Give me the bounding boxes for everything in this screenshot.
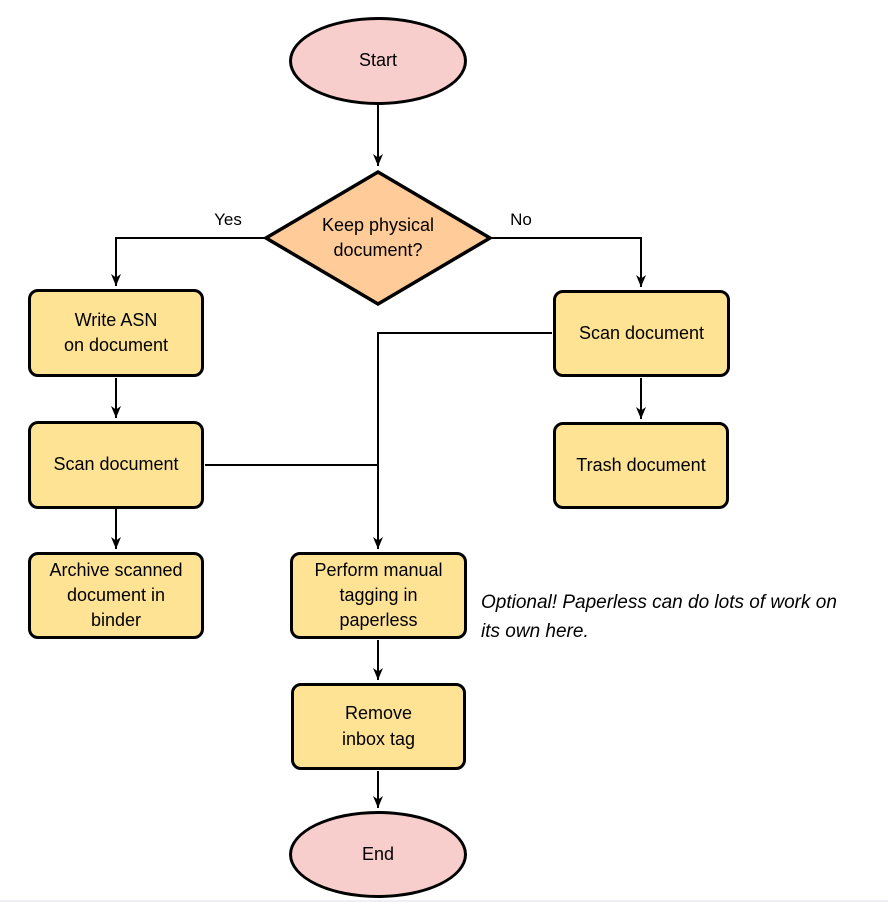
edge-scan-right-to-tagging: [373, 332, 552, 549]
edge-decision-no-to-scan-right: [492, 237, 646, 287]
node-end-label: End: [361, 843, 395, 864]
bottom-divider: [0, 900, 888, 902]
node-scan-document-left: Scan document: [28, 421, 204, 509]
node-write-asn: Write ASN on document: [28, 289, 204, 377]
node-tagging-label: Perform manual tagging in paperless: [314, 559, 443, 631]
node-start-label: Start: [358, 50, 397, 71]
node-write-asn-label: Write ASN on document: [63, 309, 169, 355]
node-tagging: Perform manual tagging in paperless: [290, 552, 467, 639]
note-optional: Optional! Paperless can do lots of work …: [481, 592, 837, 642]
node-archive: Archive scanned document in binder: [28, 552, 204, 639]
node-trash: Trash document: [553, 422, 729, 509]
edge-label-no: No: [510, 210, 532, 229]
node-end: End: [289, 811, 467, 898]
node-archive-label: Archive scanned document in binder: [49, 559, 183, 631]
node-decision: Keep physical document?: [278, 196, 478, 280]
node-decision-label: Keep physical document?: [321, 214, 435, 260]
node-trash-label: Trash document: [576, 454, 706, 475]
edge-decision-yes-to-write-asn: [111, 237, 264, 286]
decision-diamond-shape: [262, 169, 494, 307]
node-scan-document-right: Scan document: [553, 290, 730, 377]
node-scan-document-left-label: Scan document: [53, 454, 179, 475]
edge-label-yes: Yes: [214, 210, 242, 229]
node-scan-document-right-label: Scan document: [578, 322, 705, 343]
node-remove-inbox: Remove inbox tag: [291, 683, 466, 770]
node-remove-inbox-label: Remove inbox tag: [341, 703, 416, 749]
node-start: Start: [289, 17, 467, 105]
